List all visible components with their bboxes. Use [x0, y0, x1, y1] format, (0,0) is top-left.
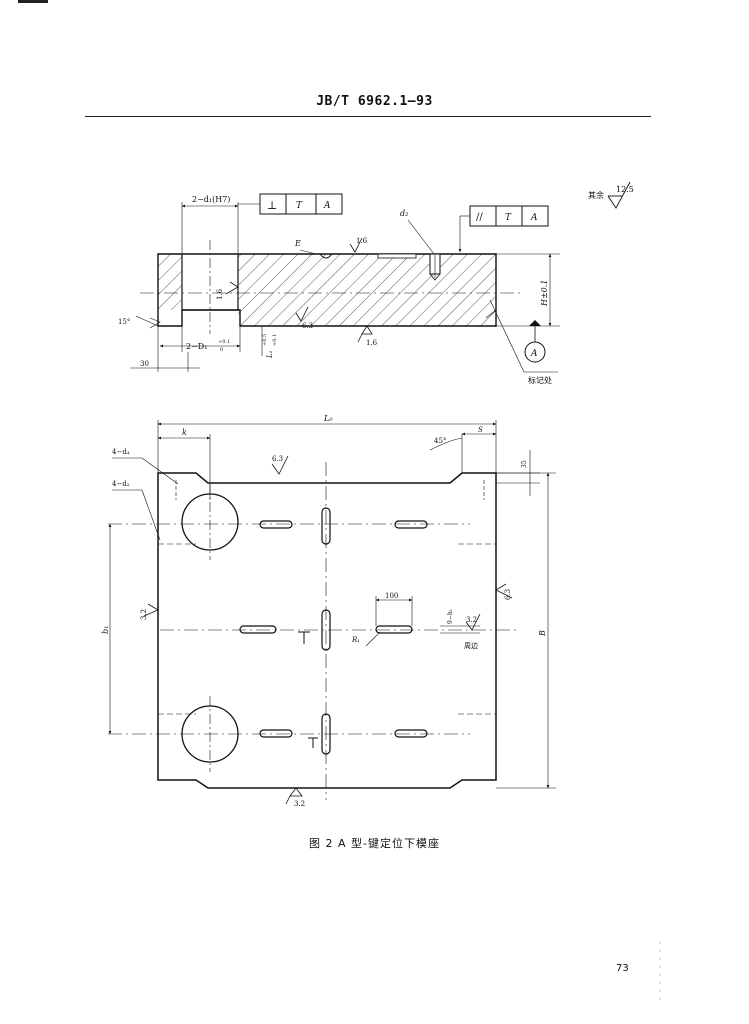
plan-outline — [157, 472, 497, 789]
plan-roughness-left: 3.2 — [140, 603, 159, 620]
section-view: 2−d₁(H7) ⊥ T A // T A d₂ E — [118, 181, 634, 385]
svg-text:6.3: 6.3 — [504, 589, 512, 600]
holes-note-2: 4−d₂ — [112, 480, 130, 488]
label-e: E — [294, 239, 301, 248]
svg-text:A: A — [323, 201, 331, 211]
counterbore-tol-upper: +0.1 — [218, 339, 230, 345]
plan-offset-dim: k — [182, 428, 187, 437]
svg-text:6.3: 6.3 — [302, 322, 313, 330]
section-hatch-main — [238, 254, 496, 326]
corner-dim: S — [478, 426, 483, 434]
around-label: 周边 — [464, 641, 478, 650]
datum-a: A — [524, 320, 546, 363]
plan-roughness-top: 6.3 — [271, 455, 289, 475]
slot-length-dim: 100 — [385, 592, 398, 600]
svg-text:3.2: 3.2 — [140, 609, 148, 620]
step-height: L₁ — [266, 350, 274, 359]
pitch-dim: b₁ — [101, 626, 110, 634]
hole-note: 2−d₁(H7) — [192, 195, 230, 204]
roughness-step: 6.3 — [295, 306, 313, 330]
parallelism-frame: // T A — [458, 205, 549, 253]
slot-radius: R₁ — [351, 636, 360, 644]
slot-roughness: 3.2 — [465, 613, 481, 631]
svg-text:12.5: 12.5 — [616, 185, 634, 194]
svg-text:T: T — [505, 213, 512, 223]
section-hatch-left — [158, 254, 182, 310]
svg-text:⊥: ⊥ — [267, 199, 277, 212]
plan-width-dim: B — [538, 630, 547, 637]
plan-roughness-right: 6.3 — [495, 583, 513, 600]
page-corner-mark — [18, 0, 48, 3]
corner-angle: 45° — [434, 437, 446, 445]
svg-text://: // — [476, 212, 483, 223]
svg-text:6.3: 6.3 — [272, 455, 283, 463]
standard-code-header: JB/T 6962.1—93 — [316, 94, 433, 109]
svg-text:A: A — [530, 213, 538, 223]
plan-roughness-bottom: 3.2 — [285, 787, 305, 808]
svg-text:3.2: 3.2 — [466, 616, 477, 624]
corner-depth-dim: 35 — [521, 460, 528, 468]
step-tol-lower: +0.1 — [272, 334, 278, 346]
chamfer-angle: 15° — [118, 318, 130, 326]
holes-note-1: 4−d₄ — [112, 448, 130, 456]
roughness-rest: 其余 12.5 — [588, 181, 634, 209]
slot-width-note: 9−h₁ — [447, 609, 454, 624]
roughness-top: 1.6 — [349, 237, 368, 253]
svg-text:A: A — [530, 349, 538, 359]
svg-text:1.6: 1.6 — [366, 339, 378, 347]
roughness-bottom: 1.6 — [357, 325, 378, 347]
perpendicularity-frame: ⊥ T A — [238, 193, 343, 215]
svg-text:1.6: 1.6 — [356, 237, 368, 245]
pin-label: d₂ — [400, 209, 408, 218]
plan-length-dim: L₀ — [323, 414, 333, 423]
key-slots — [239, 507, 428, 755]
roughness-hole: 1.6 — [216, 281, 239, 300]
figure-caption: 图 2 A 型-键定位下模座 — [309, 837, 440, 850]
header-rule — [85, 116, 651, 117]
marking-label: 标记处 — [528, 375, 552, 385]
step-tol-upper: +0.5 — [262, 334, 268, 346]
svg-text:其余: 其余 — [588, 190, 604, 200]
svg-text:3.2: 3.2 — [294, 800, 305, 808]
counterbore-tol-lower: 0 — [220, 347, 223, 353]
page-number: 73 — [616, 963, 629, 974]
svg-text:T: T — [296, 201, 303, 211]
counterbore-note: 2−D₁ — [186, 342, 207, 351]
plan-view: L₀ k 4−d₄ 4−d₂ — [101, 414, 556, 808]
edge-dim: 30 — [140, 360, 149, 368]
svg-text:1.6: 1.6 — [216, 288, 224, 300]
height-dim: H±0.1 — [540, 280, 549, 307]
